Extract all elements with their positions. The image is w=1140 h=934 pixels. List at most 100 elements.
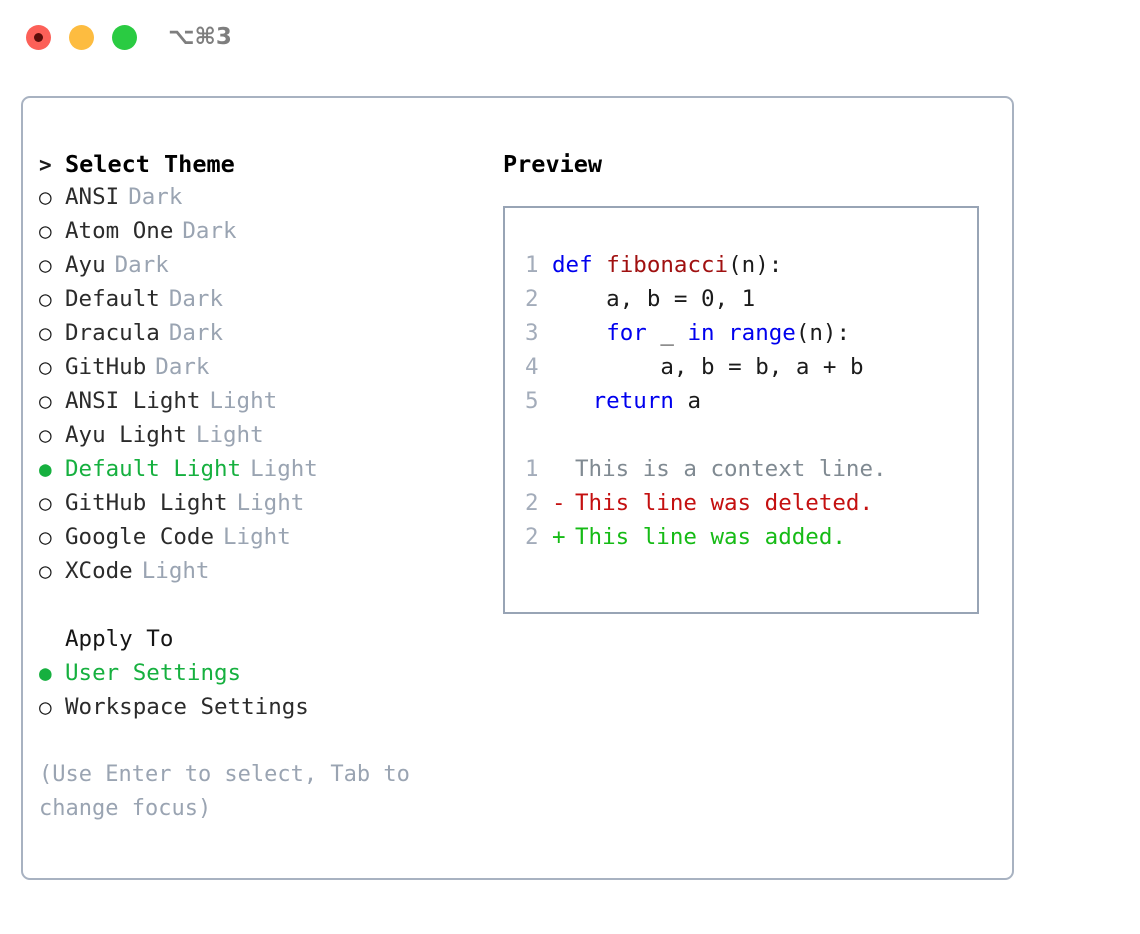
maximize-button[interactable] [112,25,137,50]
apply-to-header-label: Apply To [65,626,174,652]
theme-item-ansi[interactable]: ○ ANSI Dark [39,184,479,218]
theme-item-tag: Light [141,558,210,584]
code-token-plain [552,320,606,346]
theme-item-label: Ayu Light [65,422,187,448]
theme-item-ayu-light[interactable]: ○ Ayu Light Light [39,422,479,456]
title-bar: ⌥⌘3 [0,0,1140,78]
code-token-plain: a, b = 0, 1 [552,286,756,312]
prompt-caret-icon: > [39,153,52,177]
radio-selected-icon: ● [39,661,52,685]
theme-item-label: XCode [65,558,133,584]
radio-unselected-icon: ○ [39,423,52,447]
code-line-number: 5 [525,388,539,414]
radio-unselected-icon: ○ [39,355,52,379]
code-token-kw: in [687,320,715,346]
code-line-number: 3 [525,320,539,346]
theme-item-tag: Dark [114,252,169,278]
code-token-fn: fibonacci [606,252,729,278]
theme-item-tag: Light [223,524,291,550]
code-token-kw: range [728,320,796,346]
diff-sample: 1 This is a context line.2-This line was… [525,456,977,558]
window-controls [26,25,137,50]
radio-unselected-icon: ○ [39,219,52,243]
code-token-plain [552,388,593,414]
code-token-kw: def [552,252,607,278]
diff-line-number: 2 [525,490,539,516]
radio-unselected-icon: ○ [39,389,52,413]
radio-selected-icon: ● [39,457,52,481]
code-token-plain: _ [646,320,688,346]
radio-unselected-icon: ○ [39,185,52,209]
code-line-number: 4 [525,354,539,380]
theme-item-tag: Dark [182,218,237,244]
radio-unselected-icon: ○ [39,253,52,277]
code-token-plain: (n): [728,252,783,278]
theme-item-tag: Light [195,422,264,448]
theme-item-label: Google Code [65,524,215,550]
apply-to-item-user-settings[interactable]: ●User Settings [39,660,479,694]
theme-item-label: Default [65,286,160,312]
theme-item-label: Atom One [65,218,174,244]
apply-to-list: ●User Settings○ Workspace Settings [39,660,479,728]
radio-unselected-icon: ○ [39,491,52,515]
code-diff-separator [525,422,977,456]
diff-line-text: This is a context line. [575,456,887,482]
code-token-plain [715,320,729,346]
code-line: 2 a, b = 0, 1 [525,286,977,320]
preview-title: Preview [503,150,603,178]
theme-item-google-code[interactable]: ○ Google Code Light [39,524,479,558]
theme-item-default-light[interactable]: ● Default Light Light [39,456,479,490]
radio-unselected-icon: ○ [39,321,52,345]
code-line: 3 for _ in range(n): [525,320,977,354]
theme-item-label: Dracula [65,320,160,346]
theme-item-label: ANSI [65,184,120,210]
keyboard-shortcut-label: ⌥⌘3 [168,24,232,50]
apply-to-item-workspace-settings[interactable]: ○ Workspace Settings [39,694,479,728]
keyboard-hint-text: (Use Enter to select, Tab to change focu… [39,762,424,821]
code-token-plain: (n): [795,320,851,346]
code-line-number: 2 [525,286,539,312]
diff-marker-icon: + [552,524,566,550]
theme-item-tag: Dark [128,184,183,210]
theme-item-atom-one[interactable]: ○ Atom One Dark [39,218,479,252]
radio-unselected-icon: ○ [39,287,52,311]
close-button[interactable] [26,25,51,50]
diff-marker-icon [552,456,575,482]
apply-to-item-label: Workspace Settings [65,694,309,720]
radio-unselected-icon: ○ [39,525,52,549]
theme-item-xcode[interactable]: ○ XCode Light [39,558,479,592]
select-theme-header-label: Select Theme [65,150,235,178]
diff-line-add: 2+This line was added. [525,524,977,558]
code-token-plain: a [673,388,702,414]
theme-item-label: GitHub Light [65,490,228,516]
radio-unselected-icon: ○ [39,559,52,583]
code-line-number: 1 [525,252,539,278]
code-token-kw: for [606,320,647,346]
code-token-kw: return [592,388,674,414]
select-theme-header: > Select Theme [39,150,479,184]
diff-line-number: 2 [525,524,539,550]
diff-line-text: This line was deleted. [575,490,874,516]
apply-to-header: Apply To [39,626,479,660]
code-token-plain: a, b = b, a + b [552,354,864,380]
diff-marker-icon: - [552,490,566,516]
diff-line-ctx: 1 This is a context line. [525,456,977,490]
code-line: 5 return a [525,388,977,422]
radio-unselected-icon: ○ [39,695,52,719]
diff-line-del: 2-This line was deleted. [525,490,977,524]
minimize-button[interactable] [69,25,94,50]
theme-item-tag: Light [250,456,318,482]
theme-item-label: Default Light [65,456,242,482]
